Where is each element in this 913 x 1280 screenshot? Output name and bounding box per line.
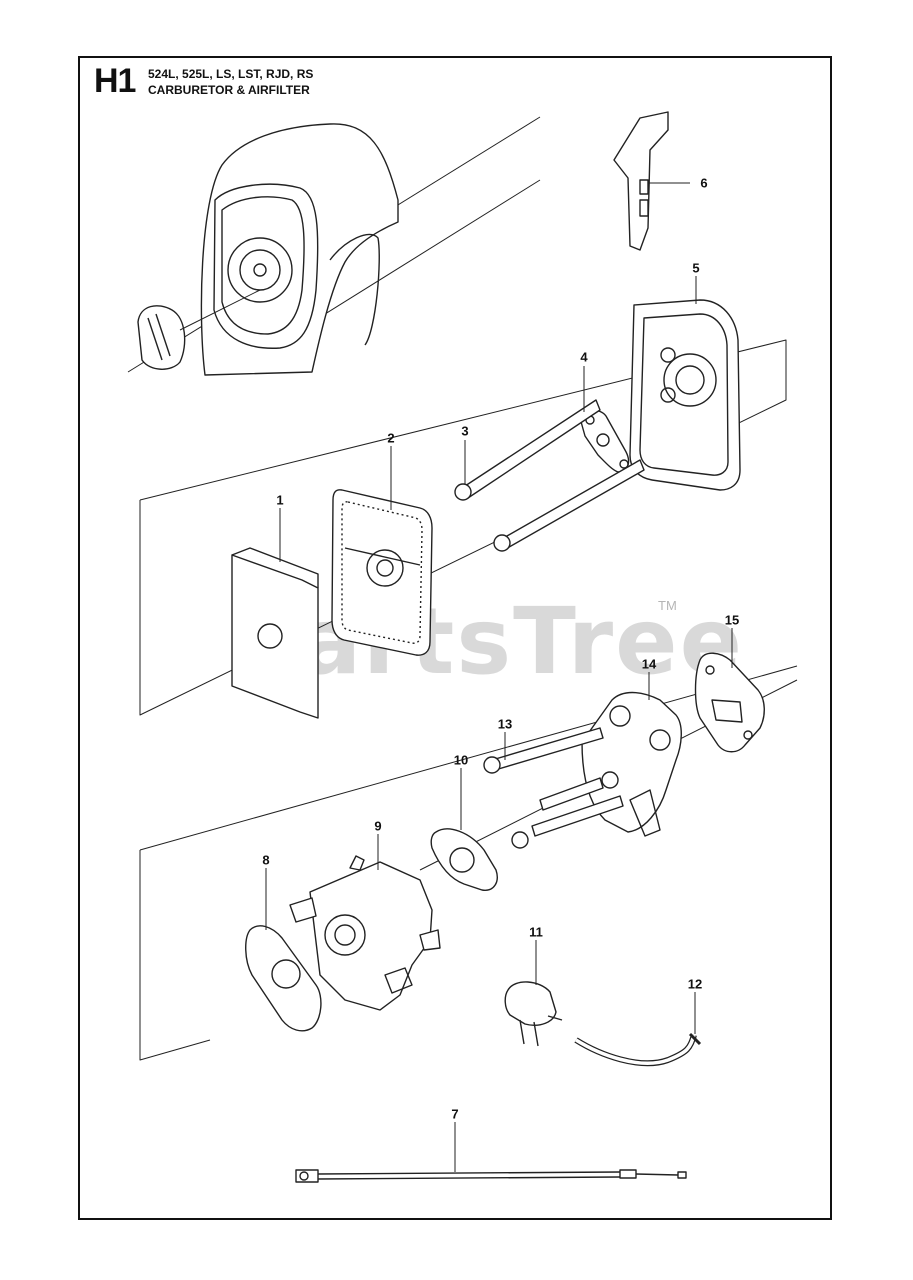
part-13-screws [483, 727, 624, 849]
section-code: H1 [94, 62, 136, 100]
watermark-tm: TM [658, 598, 677, 613]
callout-9: 9 [374, 818, 382, 834]
part-15-gasket [694, 652, 765, 753]
part-3-screws [454, 399, 645, 552]
callout-12: 12 [687, 976, 703, 992]
assembly-plane-middle [139, 339, 787, 716]
callout-11: 11 [529, 924, 543, 940]
part-11-primer-bulb [504, 981, 563, 1047]
part-5-housing [629, 299, 741, 491]
callout-10: 10 [453, 752, 469, 768]
section-title: CARBURETOR & AIRFILTER [148, 83, 310, 97]
part-4-plate [579, 409, 630, 473]
air-filter-cover [200, 123, 399, 376]
part-9-carburetor [289, 855, 441, 1011]
part-7-cable [295, 1169, 687, 1183]
callout-8: 8 [262, 852, 270, 868]
callout-3: 3 [461, 423, 469, 439]
leader-lines [265, 182, 733, 1172]
callout-5: 5 [692, 260, 700, 276]
part-10-gasket [430, 828, 498, 891]
part-1-foam-filter [231, 547, 319, 719]
part-6-bracket [613, 111, 669, 251]
model-list: 524L, 525L, LS, LST, RJD, RS [148, 67, 314, 81]
callout-7: 7 [451, 1106, 459, 1122]
callout-15: 15 [724, 612, 740, 628]
callout-13: 13 [497, 716, 513, 732]
callout-1: 1 [276, 492, 284, 508]
part-12-fuel-hose [574, 1032, 702, 1067]
callout-4: 4 [580, 349, 588, 365]
callout-2: 2 [387, 430, 395, 446]
part-14-manifold [581, 691, 682, 837]
part-2-filter-frame [331, 489, 433, 656]
callout-6: 6 [700, 175, 708, 191]
part-8-gasket [245, 925, 322, 1032]
diagram-frame [78, 56, 832, 1220]
cover-knob [137, 289, 261, 370]
callout-14: 14 [641, 656, 657, 672]
